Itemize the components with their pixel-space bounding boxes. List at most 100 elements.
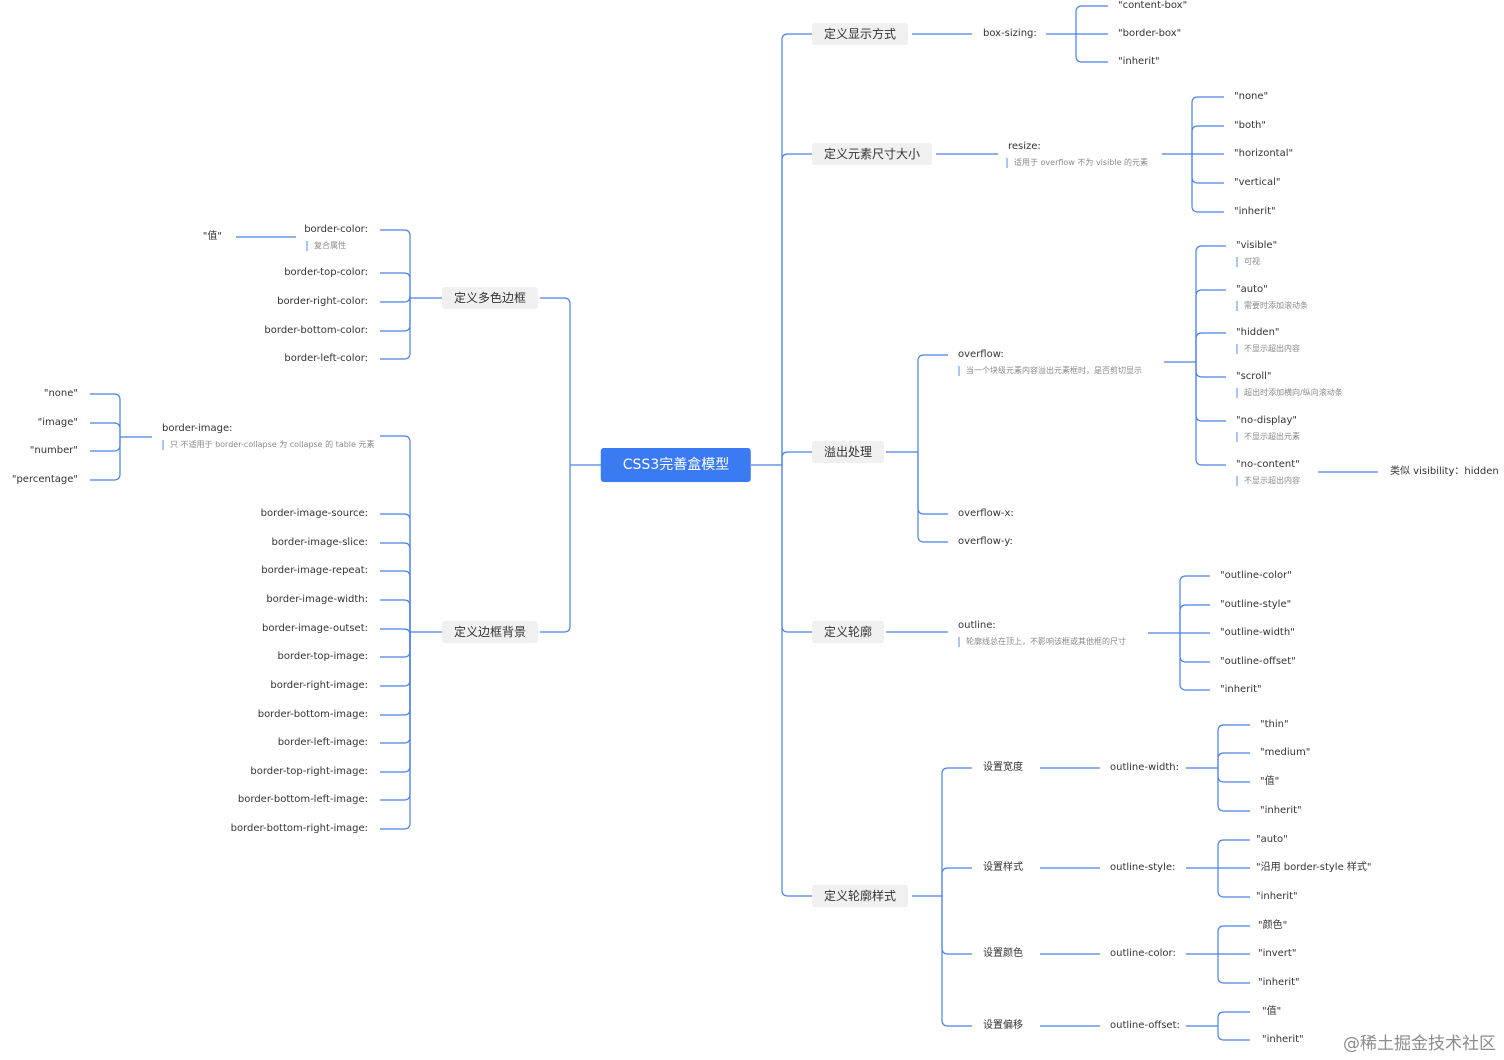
value-border-image: "number" [29,445,78,456]
prop-border-image: border-image-source: [260,508,368,519]
connector [90,393,121,437]
connector [380,229,411,298]
connector [380,599,411,632]
note-overflow-value: 不显示超出元素 [1236,432,1300,442]
connector [380,632,411,687]
prop-border-image: border-image-slice: [271,537,368,548]
sub-topic-outline-style: 设置颜色 [983,948,1023,959]
note-overflow-value: 需要时添加滚动条 [1236,301,1308,311]
connector [1217,954,1250,984]
connector [781,451,812,465]
connector [1217,868,1250,898]
connector [781,153,812,465]
prop-overflow-y: overflow-y: [958,536,1013,547]
prop-border-image-main: border-image: [162,423,233,434]
connector [917,452,948,515]
value-outline: "outline-color" [1220,570,1292,581]
value-overflow: "visible" [1236,240,1278,251]
connector [781,33,812,465]
connector [380,632,411,830]
value-overflow: "auto" [1236,284,1268,295]
connector [941,767,972,896]
connector [380,542,411,632]
connector [1179,604,1210,633]
prop-border-color: border-right-color: [277,296,368,307]
prop-border-color: border-color: [304,224,368,235]
value-outline: "inherit" [1220,684,1262,695]
note-overflow-value: 超出时添加横向/纵向滚动条 [1236,388,1343,398]
connector [1195,245,1226,362]
note-no-content-extra: 类似 visibility：hidden [1390,466,1499,477]
note-border-color: 复合属性 [306,241,346,251]
value-resize: "none" [1234,91,1269,102]
connector [380,632,411,773]
topic-display: 定义显示方式 [812,23,909,45]
value-outline-style: "invert" [1258,948,1297,959]
value-outline-style: "auto" [1256,834,1288,845]
connector [90,422,121,437]
connector [917,452,948,543]
prop-border-image: border-bottom-right-image: [230,823,368,834]
prop-border-image: border-left-image: [277,737,368,748]
note-overflow-value: 不显示超出内容 [1236,344,1300,354]
value-resize: "horizontal" [1234,148,1294,159]
value-outline-style: "值" [1262,1006,1282,1017]
value-border-image: "percentage" [11,474,78,485]
value-outline-style: "medium" [1260,747,1311,758]
prop-outline-style: outline-style: [1110,862,1176,873]
prop-border-image: border-image-repeat: [261,565,368,576]
watermark: @稀土掘金技术社区 [1343,1034,1496,1054]
note-border-image: 只 不适用于 border-collapse 为 collapse 的 tabl… [162,440,374,450]
connector [380,632,411,716]
value-border-image: "none" [43,388,78,399]
connector [1195,362,1226,378]
connector [1179,575,1210,633]
root-topic: CSS3完善盒模型 [600,448,752,482]
prop-outline: outline: [958,620,996,631]
note-overflow: 当一个块级元素内容溢出元素框时，是否剪切显示 [958,366,1142,376]
connector [380,272,411,298]
connector [380,298,411,332]
connector [1191,154,1224,184]
value-border-image: "image" [37,417,78,428]
connector [90,437,121,481]
value-outline: "outline-offset" [1220,656,1296,667]
connector [540,297,571,465]
connector [380,570,411,632]
value-border-color: "值" [202,231,222,242]
connector [1217,839,1250,868]
value-outline: "outline-width" [1220,627,1295,638]
connector [941,867,972,896]
prop-border-color: border-bottom-color: [264,325,368,336]
prop-border-image: border-bottom-left-image: [237,794,368,805]
prop-box-sizing: box-sizing: [983,28,1037,39]
value-outline-style: "值" [1260,776,1280,787]
prop-outline-style: outline-color: [1110,948,1176,959]
note-resize: 适用于 overflow 不为 visible 的元素 [1006,158,1148,168]
value-resize: "both" [1234,120,1266,131]
topic-overflow: 溢出处理 [812,441,885,463]
connector [1075,34,1108,63]
connector [1195,362,1226,466]
value-outline-style: "沿用 border-style 样式" [1256,862,1372,873]
prop-border-image: border-top-right-image: [250,766,368,777]
connector [380,295,411,303]
value-box-sizing: "content-box" [1118,0,1188,11]
value-overflow: "no-content" [1236,459,1300,470]
note-outline: 轮廓线总在顶上，不影响该框或其他框的尺寸 [958,637,1126,647]
value-resize: "inherit" [1234,206,1276,217]
note-overflow-value: 不显示超出内容 [1236,476,1300,486]
connector [380,298,411,360]
value-outline-style: "inherit" [1258,977,1300,988]
connector [781,465,812,897]
prop-overflow-x: overflow-x: [958,508,1014,519]
sub-topic-outline-style: 设置样式 [983,862,1023,873]
value-outline: "outline-style" [1220,599,1292,610]
connector [1217,1026,1250,1041]
connector [380,628,411,636]
topic-border-bg: 定义边框背景 [442,621,539,643]
prop-overflow: overflow: [958,349,1004,360]
prop-outline-style: outline-width: [1110,762,1179,773]
sub-topic-outline-style: 设置宽度 [983,762,1023,773]
